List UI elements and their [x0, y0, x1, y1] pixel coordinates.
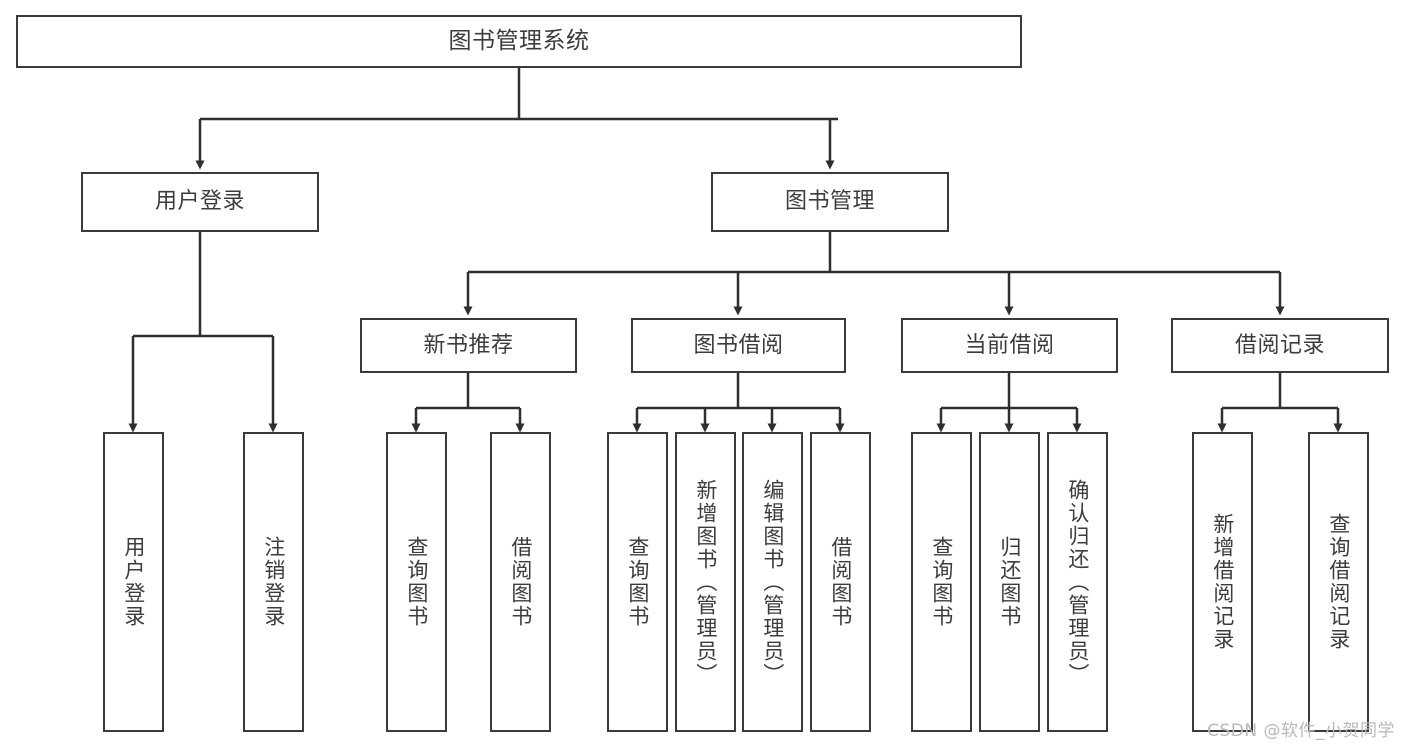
- node-leaf-add-record[interactable]: 新增借阅记录: [1192, 432, 1253, 732]
- node-leaf-edit-book[interactable]: 编辑图书（管理员）: [742, 432, 803, 732]
- node-leaf-query-book-2[interactable]: 查询图书: [607, 432, 668, 732]
- node-borrow-record[interactable]: 借阅记录: [1171, 318, 1389, 373]
- node-leaf-return-book-label: 归还图书: [997, 536, 1022, 628]
- node-new-book-recommend[interactable]: 新书推荐: [360, 318, 577, 373]
- node-leaf-borrow-book-1[interactable]: 借阅图书: [490, 432, 551, 732]
- node-leaf-confirm-return[interactable]: 确认归还（管理员）: [1047, 432, 1108, 732]
- node-borrow-record-label: 借阅记录: [1234, 332, 1325, 358]
- node-leaf-borrow-book-2-label: 借阅图书: [828, 536, 853, 628]
- node-leaf-query-book-2-label: 查询图书: [625, 536, 650, 628]
- node-leaf-borrow-book-1-label: 借阅图书: [508, 536, 533, 628]
- node-book-borrow-label: 图书借阅: [693, 332, 784, 358]
- node-leaf-add-record-label: 新增借阅记录: [1210, 513, 1235, 651]
- node-user-login[interactable]: 用户登录: [81, 172, 319, 232]
- node-leaf-query-record-label: 查询借阅记录: [1326, 513, 1351, 651]
- node-leaf-user-login[interactable]: 用户登录: [103, 432, 164, 732]
- node-leaf-query-book-1[interactable]: 查询图书: [386, 432, 447, 732]
- node-new-book-recommend-label: 新书推荐: [423, 332, 514, 358]
- node-root-label: 图书管理系统: [448, 28, 590, 55]
- node-leaf-edit-book-label: 编辑图书（管理员）: [760, 478, 785, 686]
- node-leaf-confirm-return-label: 确认归还（管理员）: [1065, 478, 1090, 686]
- node-user-login-label: 用户登录: [154, 189, 245, 215]
- node-book-manage[interactable]: 图书管理: [711, 172, 949, 232]
- node-leaf-borrow-book-2[interactable]: 借阅图书: [810, 432, 871, 732]
- node-leaf-add-book[interactable]: 新增图书（管理员）: [675, 432, 736, 732]
- node-leaf-add-book-label: 新增图书（管理员）: [693, 478, 718, 686]
- node-leaf-return-book[interactable]: 归还图书: [979, 432, 1040, 732]
- node-leaf-query-record[interactable]: 查询借阅记录: [1308, 432, 1369, 732]
- node-book-manage-label: 图书管理: [784, 189, 875, 215]
- node-leaf-logout-login[interactable]: 注销登录: [243, 432, 304, 732]
- node-leaf-user-login-label: 用户登录: [121, 536, 146, 628]
- node-leaf-logout-login-label: 注销登录: [261, 536, 286, 628]
- node-leaf-query-book-3-label: 查询图书: [929, 536, 954, 628]
- node-current-borrow-label: 当前借阅: [964, 332, 1055, 358]
- node-current-borrow[interactable]: 当前借阅: [901, 318, 1118, 373]
- node-book-borrow[interactable]: 图书借阅: [631, 318, 846, 373]
- node-leaf-query-book-1-label: 查询图书: [404, 536, 429, 628]
- watermark-text: CSDN @软件_小贺同学: [1207, 721, 1395, 741]
- node-root[interactable]: 图书管理系统: [16, 15, 1022, 68]
- node-leaf-query-book-3[interactable]: 查询图书: [911, 432, 972, 732]
